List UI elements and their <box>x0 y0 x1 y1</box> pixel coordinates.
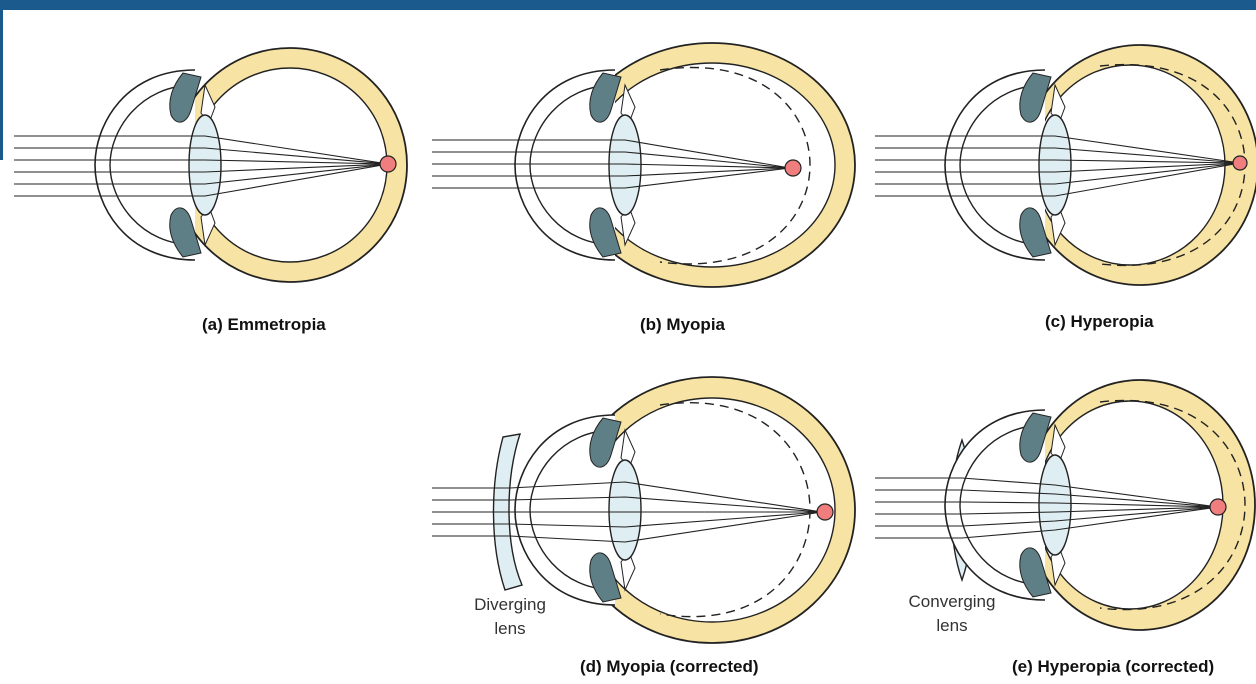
caption-d: (d) Myopia (corrected) <box>580 657 759 676</box>
caption-b: (b) Myopia <box>640 315 726 334</box>
caption-a: (a) Emmetropia <box>202 315 326 334</box>
diverging-lens-label-line1: Diverging <box>474 595 546 614</box>
panel-d-myopia-corrected: Diverging lens (d) Myopia (corrected) <box>432 377 855 676</box>
panel-a-emmetropia: (a) Emmetropia <box>14 48 407 334</box>
caption-e: (e) Hyperopia (corrected) <box>1012 657 1214 676</box>
panel-c-hyperopia: (c) Hyperopia <box>875 45 1256 331</box>
focus-point-d <box>817 504 833 520</box>
focus-point-b <box>785 160 801 176</box>
eyeball-d <box>515 377 855 643</box>
converging-lens-label-line1: Converging <box>909 592 996 611</box>
focus-point-e <box>1210 499 1226 515</box>
converging-lens-label-line2: lens <box>936 616 967 635</box>
panel-e-hyperopia-corrected: Converging lens (e) Hyperopia (corrected… <box>875 380 1255 676</box>
diverging-lens-label-line2: lens <box>494 619 525 638</box>
caption-c: (c) Hyperopia <box>1045 312 1154 331</box>
focus-point-a <box>380 156 396 172</box>
focus-point-c <box>1233 156 1247 170</box>
panel-b-myopia: (b) Myopia <box>432 43 855 334</box>
